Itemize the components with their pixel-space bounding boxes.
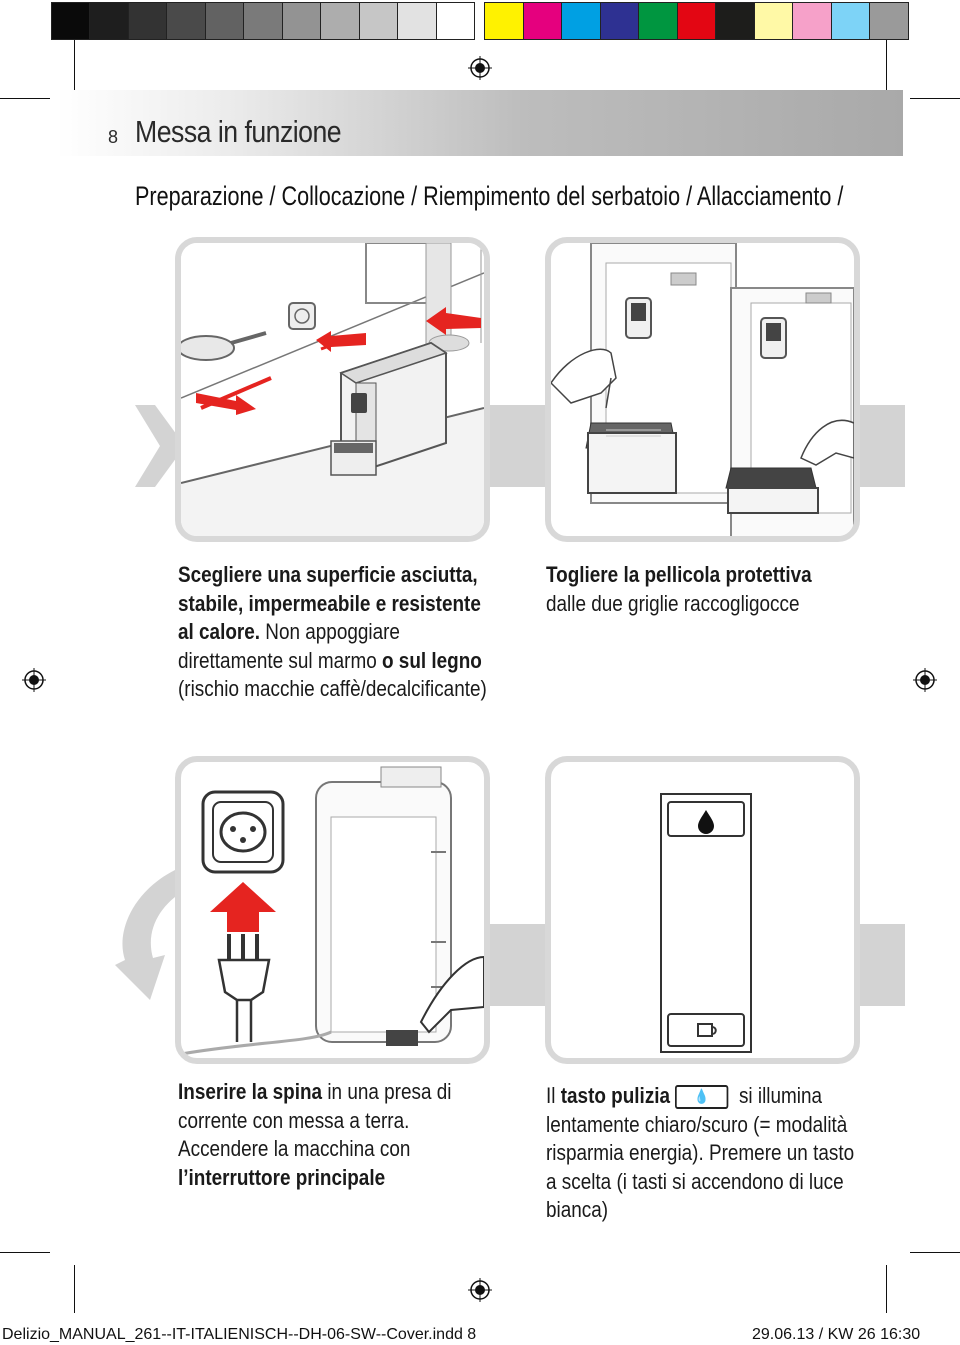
illustration-panel-plug: [175, 756, 490, 1064]
caption-drip-trays: Togliere la pellicola protettiva dalle d…: [546, 561, 860, 618]
calibration-swatch: [793, 3, 832, 39]
calibration-swatch: [52, 3, 91, 39]
crop-mark: [910, 1252, 960, 1253]
calibration-swatch: [716, 3, 755, 39]
calibration-swatch: [398, 3, 437, 39]
registration-mark-icon: [913, 668, 937, 692]
calibration-swatch: [244, 3, 283, 39]
flow-strip: [855, 924, 905, 1006]
color-calibration-bar: [484, 2, 909, 40]
drip-tray-illustration: [551, 243, 854, 536]
crop-mark: [910, 98, 960, 99]
footer-file-name: Delizio_MANUAL_261--IT-ITALIENISCH--DH-0…: [2, 1326, 477, 1343]
registration-mark-icon: [468, 1278, 492, 1302]
calibration-swatch: [639, 3, 678, 39]
calibration-swatch: [677, 3, 717, 39]
calibration-swatch: [831, 3, 871, 39]
calibration-swatch: [600, 3, 640, 39]
calibration-swatch: [870, 3, 909, 39]
calibration-swatch: [485, 3, 524, 39]
caption-text: Non appoggiare direttamente sul marmo: [178, 619, 400, 673]
calibration-swatch: [282, 3, 322, 39]
control-panel-illustration: [660, 793, 752, 1053]
registration-mark-icon: [468, 56, 492, 80]
plug-illustration: [181, 766, 484, 1056]
caption-bold: l’interruttore principale: [178, 1164, 386, 1190]
calibration-swatch: [167, 3, 206, 39]
caption-text: si illumina lentamente chiaro/scuro (= m…: [546, 1083, 855, 1222]
crop-mark: [886, 40, 887, 90]
illustration-panel-control: [545, 756, 860, 1064]
section-header-band: [57, 90, 903, 156]
calibration-swatch: [562, 3, 601, 39]
illustration-panel-placement: [175, 237, 490, 542]
footer-date: 29.06.13 / KW 26 16:30: [752, 1326, 921, 1343]
flow-arrow-icon: [135, 405, 185, 487]
calibration-swatch: [359, 3, 399, 39]
caption-text: (rischio macchie caffè/decalcificante): [178, 676, 487, 701]
caption-bold: o sul legno: [381, 647, 482, 673]
caption-text: dalle due griglie raccogligocce: [546, 590, 800, 616]
crop-mark: [74, 40, 75, 90]
caption-bold: Scegliere una superficie asciutta, stabi…: [178, 562, 481, 644]
page-number: 8: [108, 127, 119, 147]
calibration-swatch: [321, 3, 360, 39]
caption-text: in una presa di corrente con messa a ter…: [178, 1079, 452, 1161]
calibration-swatch: [523, 3, 563, 39]
crop-mark: [74, 1265, 75, 1313]
calibration-swatch: [205, 3, 245, 39]
caption-placement: Scegliere una superficie asciutta, stabi…: [178, 561, 492, 704]
caption-cleaning-button: Il tasto pulizia💧 si illumina lentamente…: [546, 1082, 866, 1225]
calibration-swatch: [436, 3, 474, 39]
cleaning-button-icon: 💧: [675, 1085, 729, 1110]
calibration-swatch: [128, 3, 168, 39]
curved-arrow-icon: [115, 870, 185, 1000]
section-subtitle: Preparazione / Collocazione / Riempiment…: [135, 181, 844, 211]
crop-mark: [0, 98, 50, 99]
illustration-panel-drip-trays: [545, 237, 860, 542]
flow-strip: [855, 405, 905, 487]
calibration-swatch: [90, 3, 129, 39]
placement-illustration: [181, 243, 484, 536]
crop-mark: [0, 1252, 50, 1253]
caption-plug: Inserire la spina in una presa di corren…: [178, 1078, 492, 1192]
caption-bold: Togliere la pellicola protettiva: [546, 562, 812, 587]
caption-bold: Inserire la spina: [178, 1079, 323, 1104]
calibration-swatch: [754, 3, 794, 39]
caption-bold: tasto pulizia: [560, 1083, 671, 1108]
crop-mark: [886, 1265, 887, 1313]
page-title: Messa in funzione: [135, 114, 342, 149]
grayscale-calibration-bar: [51, 2, 475, 40]
registration-mark-icon: [22, 668, 46, 692]
caption-text: Il: [546, 1083, 561, 1108]
